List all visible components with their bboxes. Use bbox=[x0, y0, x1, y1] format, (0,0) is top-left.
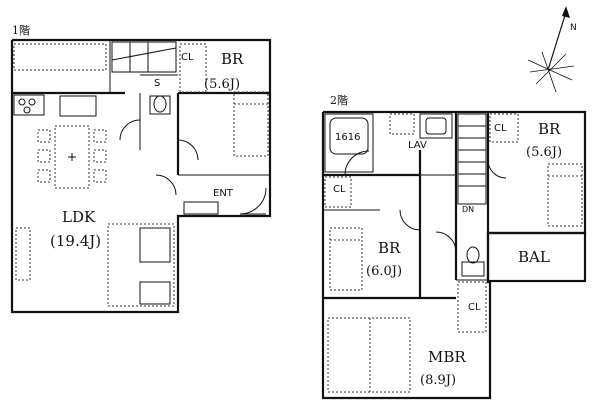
floor2-toilet-icon bbox=[466, 246, 480, 264]
floor1-sofa bbox=[139, 281, 171, 305]
floor2-washer bbox=[389, 113, 415, 135]
floor1-storage-label: S bbox=[154, 78, 160, 89]
north-arrow-icon: N bbox=[527, 6, 577, 93]
floor2-bath-door bbox=[344, 150, 370, 176]
floor2-balcony bbox=[486, 231, 587, 283]
floor1-stairs bbox=[111, 41, 177, 73]
floor1-entrance-label: ENT bbox=[213, 188, 234, 199]
floor1-door bbox=[177, 139, 199, 161]
floor1-toilet-icon bbox=[153, 95, 167, 113]
floor2-br2-size: (6.0J) bbox=[366, 264, 402, 279]
floor2-lavatory-sink bbox=[419, 113, 453, 139]
floor1-dining-table bbox=[54, 125, 90, 189]
floor2-br2-name: BR bbox=[378, 239, 401, 257]
floor1-shoe-box bbox=[183, 201, 219, 215]
floor2-stairs-down-label: DN bbox=[462, 205, 474, 214]
floor2-door bbox=[435, 231, 457, 253]
floor1-door bbox=[155, 174, 177, 196]
floor2-balcony-label: BAL bbox=[518, 248, 550, 266]
floor1-sink bbox=[59, 95, 97, 117]
floor2-door bbox=[487, 159, 507, 179]
floor2-toilet-tank bbox=[461, 261, 485, 277]
floor2-closet-c-label: CL bbox=[468, 302, 481, 313]
floor1-sofa bbox=[139, 227, 171, 263]
floor1-br-name: BR bbox=[221, 50, 244, 68]
floor2-bathtub bbox=[324, 113, 374, 173]
floor2-stairs bbox=[457, 113, 487, 205]
floor2-bathtub-basin bbox=[329, 117, 369, 155]
floor1-ldk-name: LDK bbox=[62, 208, 96, 226]
floor1-outer-wall bbox=[10, 38, 272, 314]
floor1-sofa-area bbox=[107, 223, 175, 307]
floor1-kitchen-counter bbox=[13, 43, 107, 71]
floor2-bed-br2 bbox=[329, 227, 363, 291]
floor2-closet-a bbox=[324, 176, 352, 208]
floor2-bed-mbr bbox=[327, 317, 411, 393]
floor1-tv-cabinet bbox=[15, 227, 31, 281]
floor1-closet bbox=[179, 43, 207, 93]
floor2-door bbox=[399, 209, 421, 231]
floor2-closet-b bbox=[489, 113, 519, 143]
floor2-br1-name: BR bbox=[538, 120, 561, 138]
floor2-bath-label: 1616 bbox=[335, 132, 360, 143]
floor1-toilet-tank bbox=[149, 95, 171, 115]
floor2-lav-label: LAV bbox=[408, 140, 427, 151]
floor1-stove bbox=[13, 94, 45, 116]
floor2-title: 2階 bbox=[330, 93, 348, 107]
floor1-door bbox=[119, 119, 141, 141]
compass-north-label: N bbox=[570, 23, 577, 33]
floor1-closet-label: CL bbox=[181, 52, 194, 63]
floor2-mbr-name: MBR bbox=[428, 348, 466, 366]
floor2-bed-br1 bbox=[547, 163, 583, 227]
floor2-plan: 2階 1616 LAV CL BR (5.6J) CL DN BR (6.0J)… bbox=[321, 93, 587, 400]
floor1-title: 1階 bbox=[12, 23, 30, 37]
floor2-closet-a-label: CL bbox=[333, 184, 346, 195]
floor1-bed bbox=[233, 91, 269, 157]
floor2-br1-size: (5.6J) bbox=[526, 145, 562, 160]
floor1-entrance-door bbox=[239, 187, 267, 215]
floor1-plan: 1階 CL BR (5.6J) S ENT LDK (19.4J) bbox=[10, 23, 272, 314]
floor1-br-size: (5.6J) bbox=[204, 77, 240, 92]
floor2-closet-c bbox=[457, 281, 487, 333]
floor2-closet-b-label: CL bbox=[494, 123, 507, 134]
floor2-mbr-size: (8.9J) bbox=[420, 373, 456, 388]
floor1-ldk-size: (19.4J) bbox=[50, 232, 101, 250]
